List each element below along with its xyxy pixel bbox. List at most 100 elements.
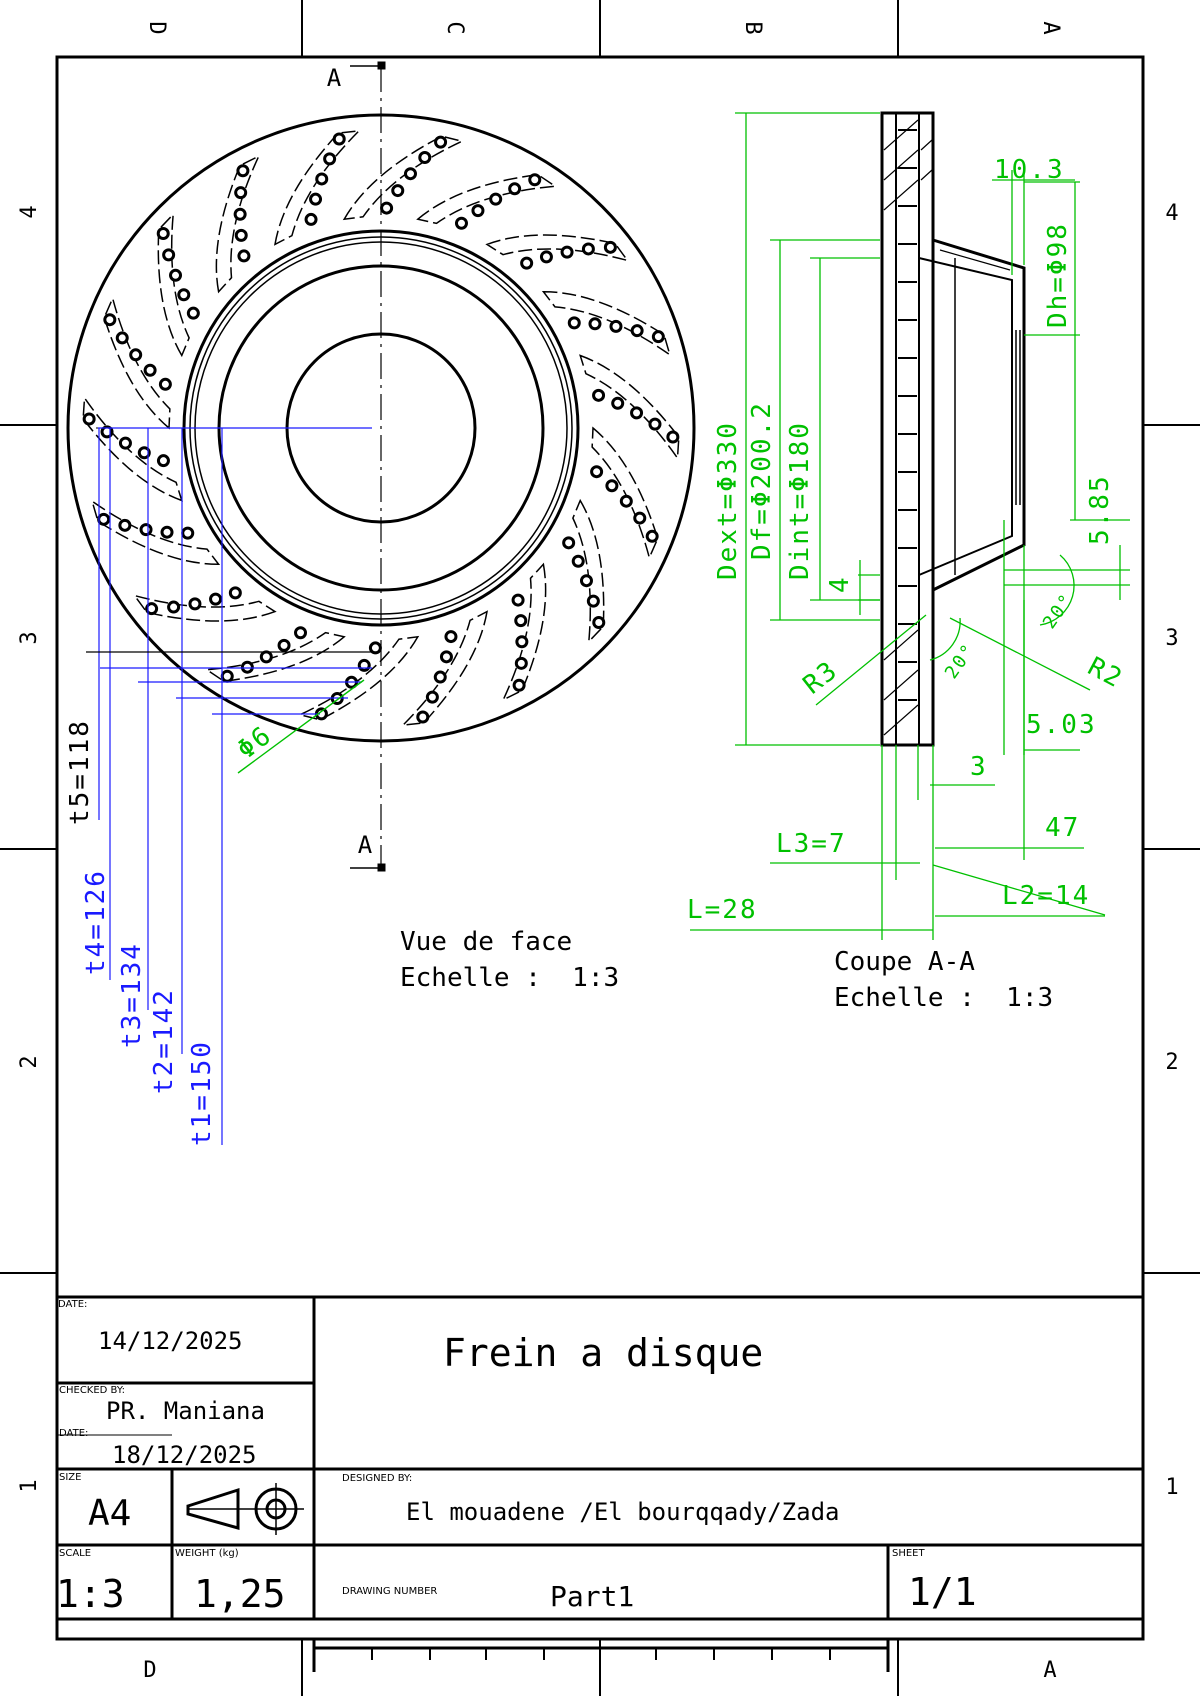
dim-dext: Dext=Φ330 [713, 421, 743, 580]
drilled-hole [592, 388, 606, 402]
zone-row-2-right: 2 [1165, 1050, 1178, 1075]
blue-dim-lines [86, 427, 380, 1145]
value-size: A4 [88, 1493, 131, 1534]
green-hole-leader [237, 679, 365, 774]
drilled-hole [277, 638, 291, 652]
dim-3: 3 [970, 752, 988, 782]
drilled-hole [391, 184, 405, 198]
drilled-hole [158, 377, 172, 391]
dim-4: 4 [825, 575, 855, 593]
zone-row-4-right: 4 [1165, 201, 1178, 226]
drilled-hole [103, 313, 117, 327]
cooling-slot [501, 562, 547, 702]
drilled-hole [560, 245, 574, 259]
drilled-hole [590, 465, 604, 479]
drilled-hole [403, 167, 417, 181]
green-dim-lines [690, 112, 1130, 940]
label-drawing-number: DRAWING NUMBER [342, 1586, 437, 1597]
drilled-hole [304, 212, 318, 226]
dim-5-03: 5.03 [1026, 710, 1097, 740]
drilled-hole [357, 658, 371, 672]
drilled-hole [167, 600, 181, 614]
drilled-hole [115, 331, 129, 345]
drilled-hole [228, 586, 242, 600]
drilled-hole [609, 319, 623, 333]
drilled-hole [156, 454, 170, 468]
drilled-hole [514, 614, 528, 628]
drilled-hole [508, 182, 522, 196]
zone-row-2-left: 2 [17, 1055, 42, 1068]
value-designed-by: El mouadene /El bourqqady/Zada [406, 1498, 839, 1526]
dim-t1: t1=150 [187, 1040, 217, 1146]
drilled-hole [515, 635, 529, 649]
drilled-hole [160, 525, 174, 539]
drilled-hole [592, 616, 606, 630]
drilled-hole [177, 288, 191, 302]
drilled-hole [611, 396, 625, 410]
value-weight: 1,25 [194, 1572, 286, 1616]
drilled-hole [514, 656, 528, 670]
drilled-hole [143, 363, 157, 377]
drilled-hole [444, 630, 458, 644]
value-sheet: 1/1 [908, 1570, 977, 1614]
cooling-slot [82, 395, 183, 502]
zone-col-d-bottom: D [143, 1658, 156, 1683]
cooling-slot [274, 129, 362, 246]
drilled-hole [648, 417, 662, 431]
dim-t4: t4=126 [81, 869, 111, 975]
drilled-hole [528, 173, 542, 187]
cooling-slot [541, 290, 672, 357]
dim-t5: t5=118 [65, 719, 95, 825]
drilled-hole [137, 446, 151, 460]
drilled-hole [651, 330, 665, 344]
drilled-hole [181, 526, 195, 540]
drilled-hole [619, 494, 633, 508]
drilled-hole [240, 660, 254, 674]
drilled-hole [581, 242, 595, 256]
drilled-hole [567, 316, 581, 330]
drilled-hole [145, 602, 159, 616]
drawing-title: Frein a disque [443, 1331, 763, 1375]
dim-t2: t2=142 [149, 988, 179, 1094]
section-view-scale: Echelle : 1:3 [834, 983, 1053, 1013]
drilled-hole [97, 512, 111, 526]
value-drawing-number: Part1 [550, 1580, 634, 1613]
drilled-hole [332, 132, 346, 146]
cooling-slot [103, 296, 171, 430]
label-designed-by: DESIGNED BY: [342, 1473, 412, 1484]
cooling-slot [572, 498, 605, 644]
cooling-slot [591, 426, 659, 560]
drilled-hole [233, 207, 247, 221]
drilled-hole [666, 430, 680, 444]
zone-row-1-right: 1 [1165, 1475, 1178, 1500]
label-sheet: SHEET [892, 1548, 926, 1559]
value-date: 14/12/2025 [98, 1327, 243, 1355]
drilled-hole [433, 670, 447, 684]
dim-5-85: 5.85 [1085, 474, 1115, 545]
drilled-hole [471, 204, 485, 218]
drilled-hole [579, 574, 593, 588]
drilled-hole [425, 690, 439, 704]
zone-row-3-right: 3 [1165, 626, 1178, 651]
label-date: DATE: [58, 1299, 87, 1310]
drilled-hole [571, 554, 585, 568]
drilled-hole [630, 406, 644, 420]
zone-col-d-top: D [144, 21, 169, 34]
section-view-title: Coupe A-A [834, 947, 975, 977]
cooling-slot [579, 354, 680, 461]
drilled-hole [234, 228, 248, 242]
dim-47: 47 [1045, 813, 1080, 843]
drilled-hole [380, 201, 394, 215]
drilled-hole [539, 250, 553, 264]
dim-df: Df=Φ200.2 [747, 401, 777, 560]
drilled-hole [586, 594, 600, 608]
zone-labels: D C B A D A 4 3 2 1 4 3 2 1 [17, 21, 1179, 1683]
drilled-hole [633, 511, 647, 525]
drilled-holes [82, 132, 680, 724]
cooling-slot [90, 499, 221, 566]
label-size: SIZE [59, 1472, 81, 1483]
zone-row-4-left: 4 [17, 205, 42, 218]
drilled-hole [416, 710, 430, 724]
zone-col-b-top: B [740, 21, 765, 34]
drilled-hole [234, 186, 248, 200]
